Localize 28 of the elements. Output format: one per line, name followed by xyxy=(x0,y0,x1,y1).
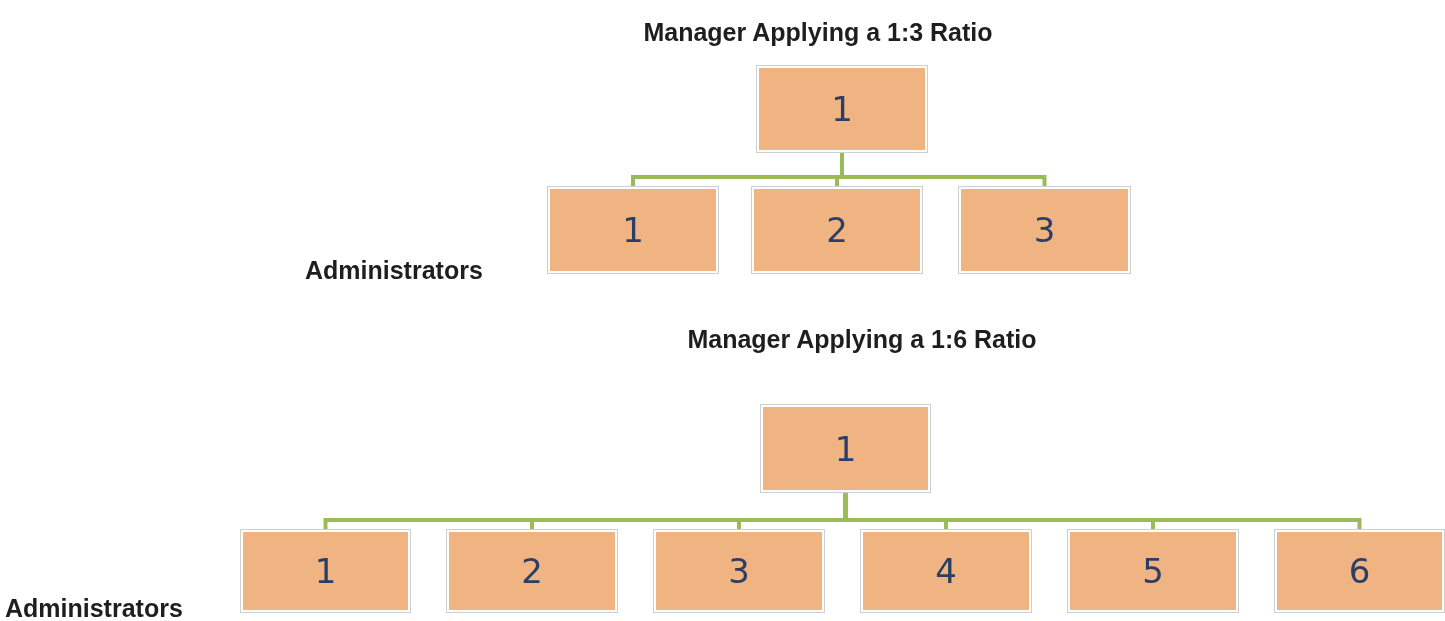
org-chart-box xyxy=(761,405,930,492)
row-label: Administrators xyxy=(305,256,483,285)
org-chart-box xyxy=(241,530,410,612)
box-number: 1 xyxy=(314,551,337,591)
org-chart-box xyxy=(959,187,1130,273)
org-chart-box xyxy=(1068,530,1238,612)
chart-heading: Manager Applying a 1:6 Ratio xyxy=(687,325,1037,354)
box-number: 1 xyxy=(834,428,857,469)
org-chart-box xyxy=(861,530,1031,612)
box-number: 5 xyxy=(1142,551,1164,591)
box-number: 3 xyxy=(1033,210,1056,250)
connector-line xyxy=(843,492,1362,530)
org-chart-box xyxy=(1275,530,1444,612)
box-number: 2 xyxy=(521,551,543,591)
chart-heading: Manager Applying a 1:3 Ratio xyxy=(643,18,993,47)
org-chart-box xyxy=(752,187,922,273)
connector-line xyxy=(840,152,1047,187)
box-number: 3 xyxy=(728,551,750,591)
box-number: 1 xyxy=(831,89,853,129)
box-number: 1 xyxy=(622,210,644,250)
box-number: 6 xyxy=(1348,551,1371,591)
org-chart-box xyxy=(654,530,824,612)
box-number: 4 xyxy=(935,551,957,591)
row-label: Administrators xyxy=(5,594,183,621)
org-chart-box xyxy=(757,66,927,152)
box-number: 2 xyxy=(826,210,848,250)
org-chart-box xyxy=(548,187,718,273)
org-chart-box xyxy=(447,530,617,612)
